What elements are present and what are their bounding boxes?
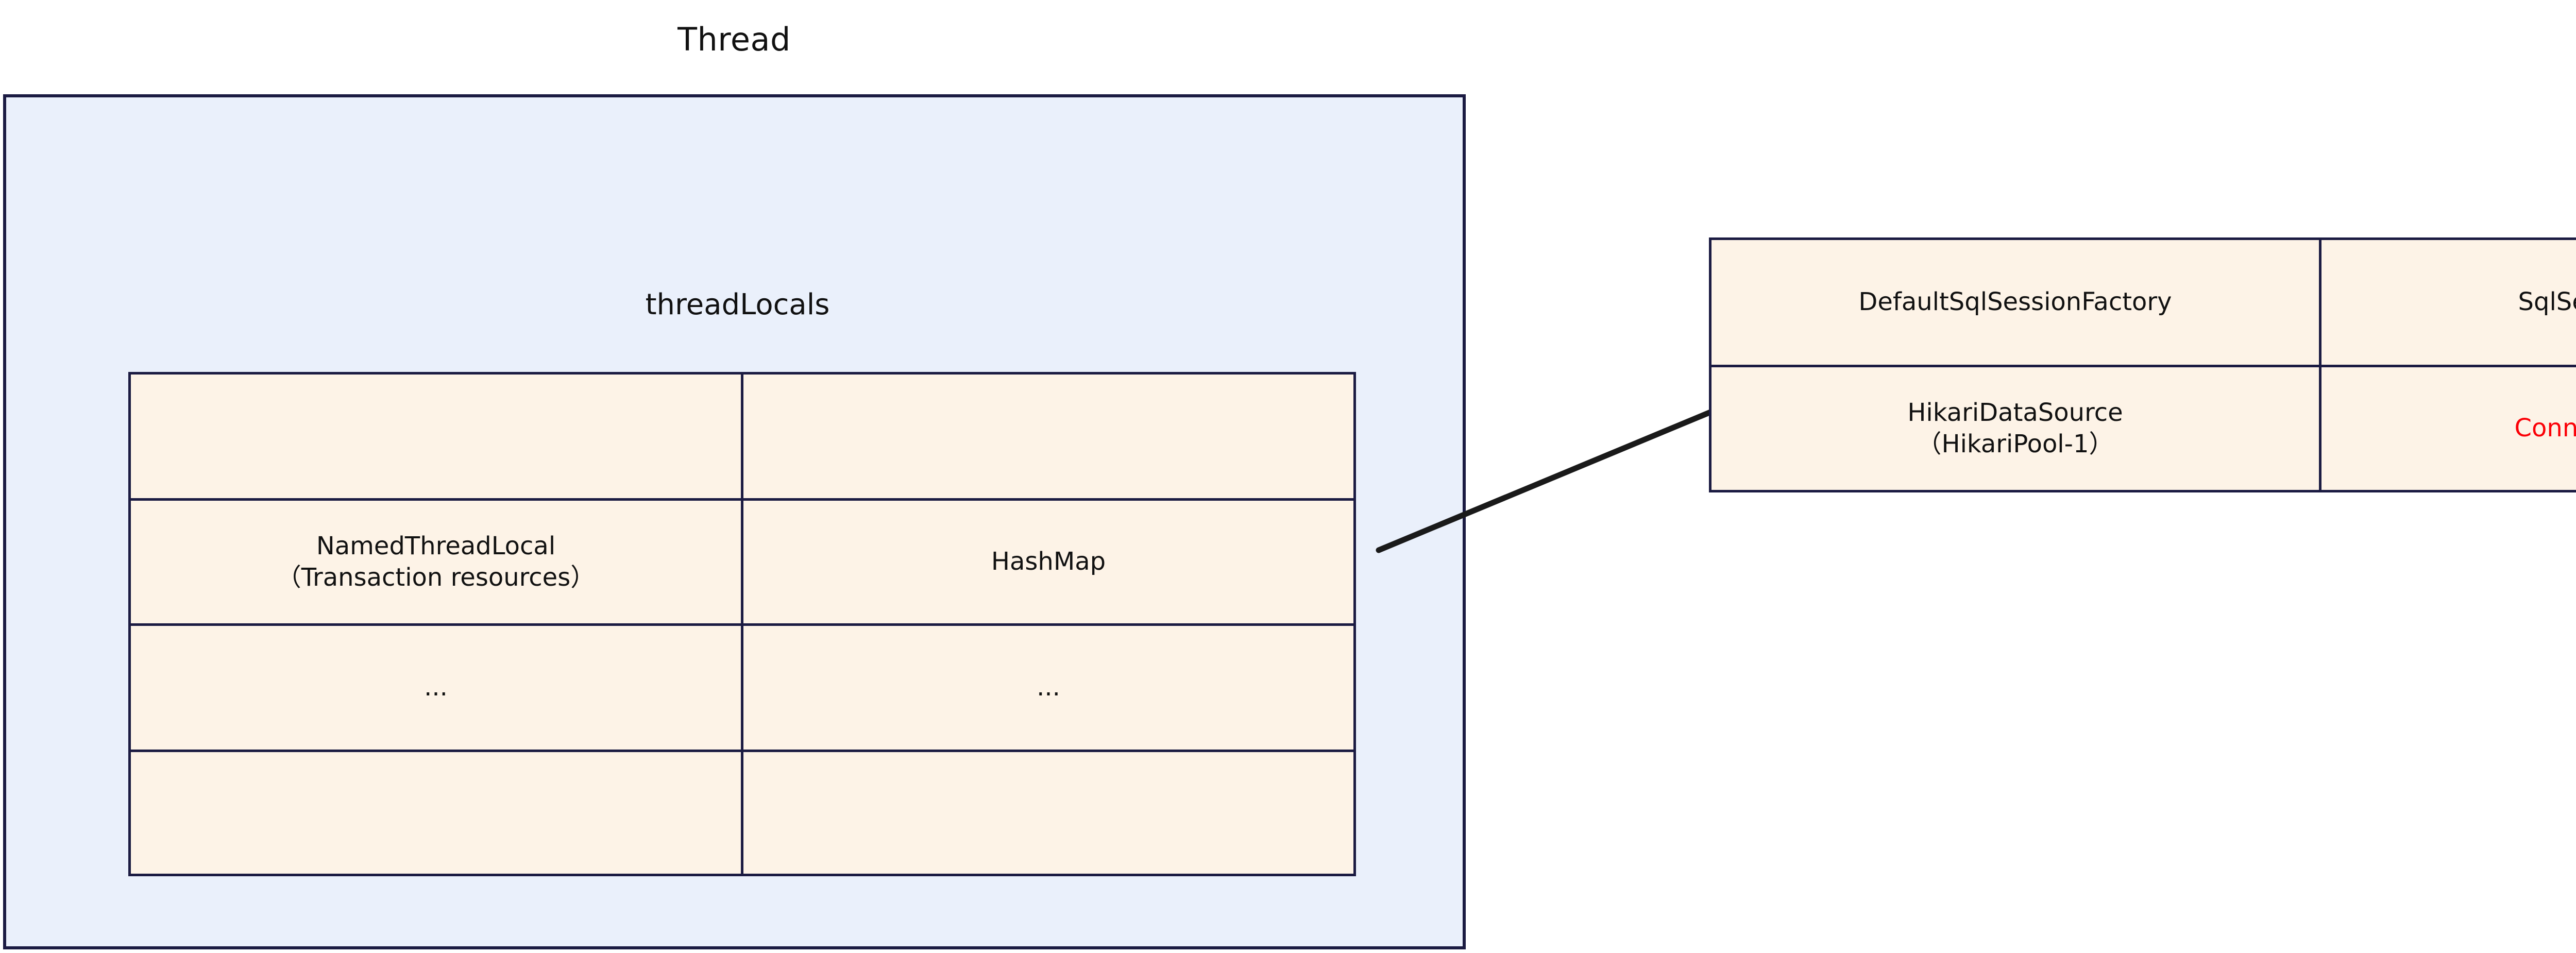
thread-container: threadLocals NamedThreadLocal （Transacti… <box>3 94 1466 949</box>
threadlocals-label: threadLocals <box>645 288 830 321</box>
cell-text-line-2: （HikariPool-1） <box>1917 430 2114 458</box>
table-row <box>128 750 1356 876</box>
table-row: DefaultSqlSessionFactory SqlSessionHolde… <box>1709 237 2576 367</box>
table-row: HikariDataSource （HikariPool-1） Connecti… <box>1709 365 2576 492</box>
threadlocals-key-cell-0 <box>128 372 743 501</box>
resources-value-cell-1: ConnectionHolder <box>2319 365 2576 492</box>
cell-text: SqlSessionHolder <box>2518 287 2576 317</box>
threadlocals-value-cell-2: ... <box>741 623 1356 752</box>
cell-text: ... <box>1037 673 1060 702</box>
table-row: ... ... <box>128 623 1356 752</box>
resources-table: DefaultSqlSessionFactory SqlSessionHolde… <box>1709 237 2576 492</box>
cell-text: HashMap <box>991 547 1106 576</box>
cell-text-line-2: （Transaction resources） <box>276 563 596 592</box>
cell-text: DefaultSqlSessionFactory <box>1858 287 2172 317</box>
cell-text-line-1: NamedThreadLocal <box>316 531 556 560</box>
table-row <box>128 372 1356 501</box>
cell-text-line-1: HikariDataSource <box>1907 398 2123 427</box>
threadlocals-value-cell-3 <box>741 750 1356 876</box>
threadlocals-value-cell-1: HashMap <box>741 498 1356 626</box>
resources-key-cell-1: HikariDataSource （HikariPool-1） <box>1709 365 2321 492</box>
page-title: Thread <box>677 21 791 58</box>
resources-key-cell-0: DefaultSqlSessionFactory <box>1709 237 2321 367</box>
threadlocals-key-cell-1: NamedThreadLocal （Transaction resources） <box>128 498 743 626</box>
threadlocals-key-cell-2: ... <box>128 623 743 752</box>
resources-value-cell-0: SqlSessionHolder <box>2319 237 2576 367</box>
threadlocals-table: NamedThreadLocal （Transaction resources）… <box>128 372 1356 876</box>
threadlocals-value-cell-0 <box>741 372 1356 501</box>
threadlocals-key-cell-3 <box>128 750 743 876</box>
cell-text: ... <box>424 673 448 702</box>
table-row: NamedThreadLocal （Transaction resources）… <box>128 498 1356 626</box>
cell-text: ConnectionHolder <box>2514 414 2576 443</box>
